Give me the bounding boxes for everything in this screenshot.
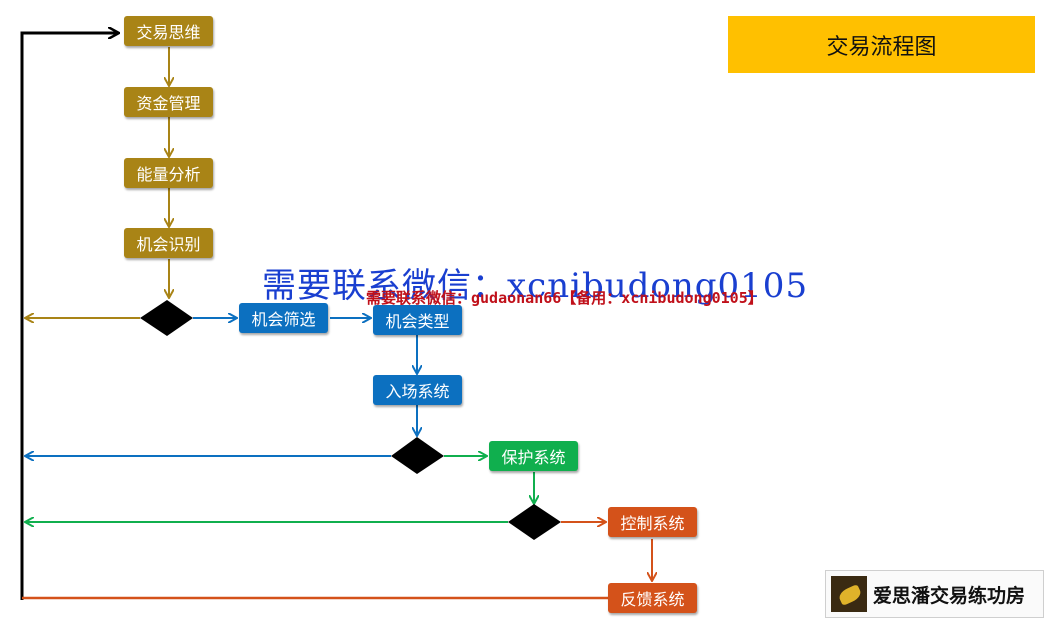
brand-logo: 爱思潘交易练功房	[825, 570, 1044, 618]
watermark-red: 需要联系微信：gudaonan66【备用：xcnibudong0105】	[366, 289, 763, 307]
loop-back-line	[20, 33, 118, 600]
node-jihui-leixing: 机会类型	[373, 305, 462, 335]
node-nengliang-fenxi: 能量分析	[124, 158, 213, 188]
logo-image-icon	[831, 576, 867, 612]
node-jiaoyi-siwei: 交易思维	[124, 16, 213, 46]
node-zijin-guanli: 资金管理	[124, 87, 213, 117]
watermark-wechat: 需要联系微信：xcnibudong0105	[262, 266, 809, 306]
decision-diamond-1	[140, 300, 193, 336]
node-ruchang-xitong: 入场系统	[373, 375, 462, 405]
node-fankui-xitong: 反馈系统	[608, 583, 697, 613]
node-jihui-shaixuan: 机会筛选	[239, 303, 328, 333]
node-jihui-shibie: 机会识别	[124, 228, 213, 258]
node-kongzhi-xitong: 控制系统	[608, 507, 697, 537]
node-baohu-xitong: 保护系统	[489, 441, 578, 471]
diagram-title: 交易流程图	[728, 16, 1035, 73]
decision-diamond-3	[508, 504, 561, 540]
decision-diamond-2	[391, 437, 444, 474]
logo-text: 爱思潘交易练功房	[873, 584, 1026, 607]
